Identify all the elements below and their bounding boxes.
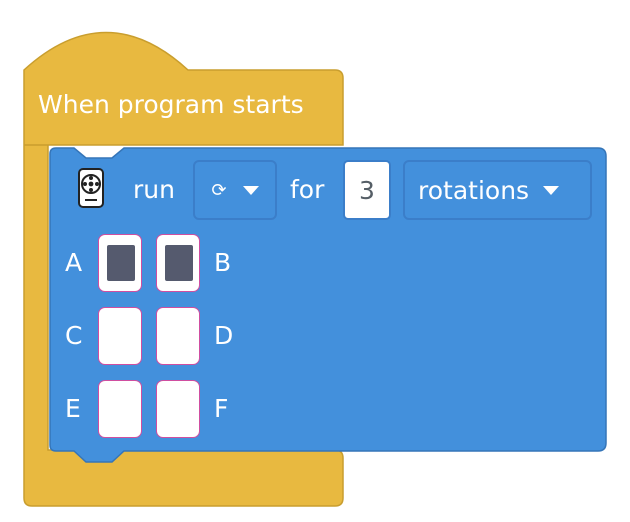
port-label-e: E	[65, 394, 81, 423]
port-d-button[interactable]	[156, 307, 200, 365]
hat-block-label: When program starts	[38, 90, 304, 119]
port-label-a: A	[65, 248, 83, 277]
port-label-c: C	[65, 321, 83, 350]
port-b-button[interactable]	[156, 234, 200, 292]
port-e-button[interactable]	[98, 380, 142, 438]
port-label-b: B	[214, 248, 232, 277]
port-label-d: D	[214, 321, 234, 350]
amount-input[interactable]: 3	[343, 160, 391, 220]
clockwise-icon: ⟳	[211, 179, 227, 201]
port-a-button[interactable]	[98, 234, 142, 292]
port-c-button[interactable]	[98, 307, 142, 365]
chevron-down-icon	[242, 185, 259, 195]
run-label: run	[133, 175, 175, 204]
port-label-f: F	[214, 394, 229, 423]
direction-dropdown[interactable]: ⟳	[193, 160, 277, 220]
port-a-selected-indicator	[107, 245, 135, 281]
unit-dropdown[interactable]: rotations	[403, 160, 592, 220]
for-label: for	[290, 175, 325, 204]
chevron-down-icon	[543, 185, 560, 195]
port-b-selected-indicator	[165, 245, 193, 281]
motor-icon	[78, 168, 104, 208]
port-f-button[interactable]	[156, 380, 200, 438]
unit-value: rotations	[418, 175, 530, 205]
hat-block[interactable]	[23, 31, 344, 507]
